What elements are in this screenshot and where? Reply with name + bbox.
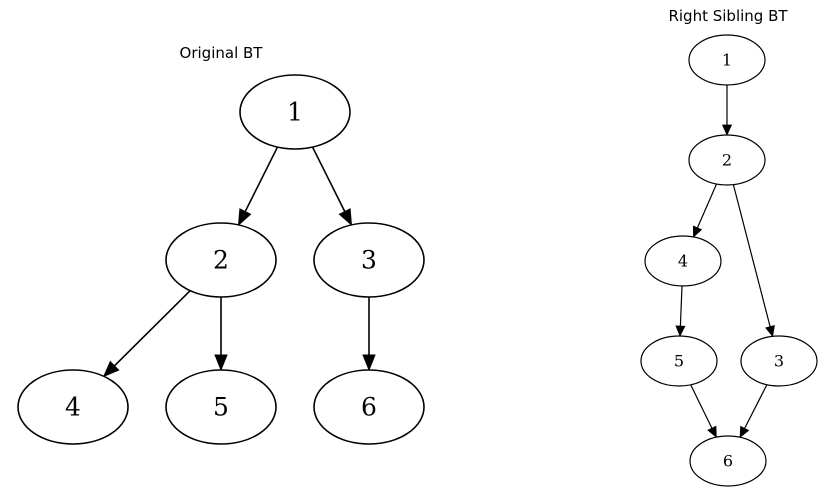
- tree-node-3: 3: [313, 222, 425, 298]
- tree-node-1: 1: [688, 34, 766, 86]
- right-sibling-bt-title: Right Sibling BT: [668, 7, 788, 25]
- node-label: 5: [213, 393, 229, 422]
- tree-node-4: 4: [17, 369, 129, 445]
- node-ellipse: [165, 222, 277, 298]
- tree-node-3: 3: [740, 335, 818, 387]
- node-label: 1: [722, 51, 732, 70]
- tree-node-5: 5: [640, 335, 718, 387]
- node-ellipse: [689, 435, 767, 487]
- tree-node-2: 2: [688, 134, 766, 186]
- tree-node-6: 6: [313, 369, 425, 445]
- arrowhead-n5-n6: [707, 425, 717, 438]
- node-label: 6: [361, 393, 377, 422]
- arrowhead-n1-n2: [721, 124, 733, 136]
- node-label: 3: [361, 246, 377, 275]
- original-bt-tree: 1 2 3 4 5 6: [17, 74, 425, 445]
- edge-n3-n6: [744, 384, 768, 429]
- tree-node-5: 5: [165, 369, 277, 445]
- node-ellipse: [313, 369, 425, 445]
- node-ellipse: [239, 74, 351, 150]
- arrowhead-n3-n6: [362, 354, 376, 372]
- tree-node-1: 1: [239, 74, 351, 150]
- node-label: 3: [774, 352, 784, 371]
- tree-node-4: 4: [644, 235, 722, 287]
- edge-n2-n4: [113, 290, 191, 367]
- node-ellipse: [688, 134, 766, 186]
- arrowhead-n1-n2: [237, 208, 252, 227]
- edge-n5-n6: [690, 384, 713, 429]
- node-label: 2: [722, 151, 732, 170]
- node-label: 5: [674, 352, 684, 371]
- node-label: 4: [65, 393, 81, 422]
- node-ellipse: [17, 369, 129, 445]
- node-ellipse: [740, 335, 818, 387]
- node-label: 6: [723, 452, 733, 471]
- node-ellipse: [165, 369, 277, 445]
- node-ellipse: [688, 34, 766, 86]
- arrowhead-n1-n3: [338, 208, 353, 227]
- original-bt-title: Original BT: [179, 44, 263, 62]
- tree-node-2: 2: [165, 222, 277, 298]
- edge-n2-n4: [696, 183, 718, 229]
- edge-n2-n3: [732, 184, 771, 327]
- right-sibling-bt-tree: 1 2 4 5 3 6: [640, 34, 818, 487]
- node-ellipse: [644, 235, 722, 287]
- edge-n1-n2: [244, 146, 279, 212]
- node-ellipse: [313, 222, 425, 298]
- node-label: 2: [213, 246, 229, 275]
- arrowhead-n2-n4: [692, 225, 703, 238]
- arrowhead-n2-n3: [765, 325, 775, 338]
- tree-node-6: 6: [689, 435, 767, 487]
- arrowhead-n4-n5: [675, 325, 686, 337]
- edge-n4-n5: [679, 285, 683, 327]
- node-ellipse: [640, 335, 718, 387]
- node-label: 4: [678, 252, 688, 271]
- arrowhead-n3-n6: [739, 425, 750, 439]
- node-label: 1: [287, 98, 303, 127]
- edge-n1-n3: [311, 146, 346, 212]
- arrowhead-n2-n5: [214, 354, 228, 372]
- arrowhead-n2-n4: [102, 360, 120, 378]
